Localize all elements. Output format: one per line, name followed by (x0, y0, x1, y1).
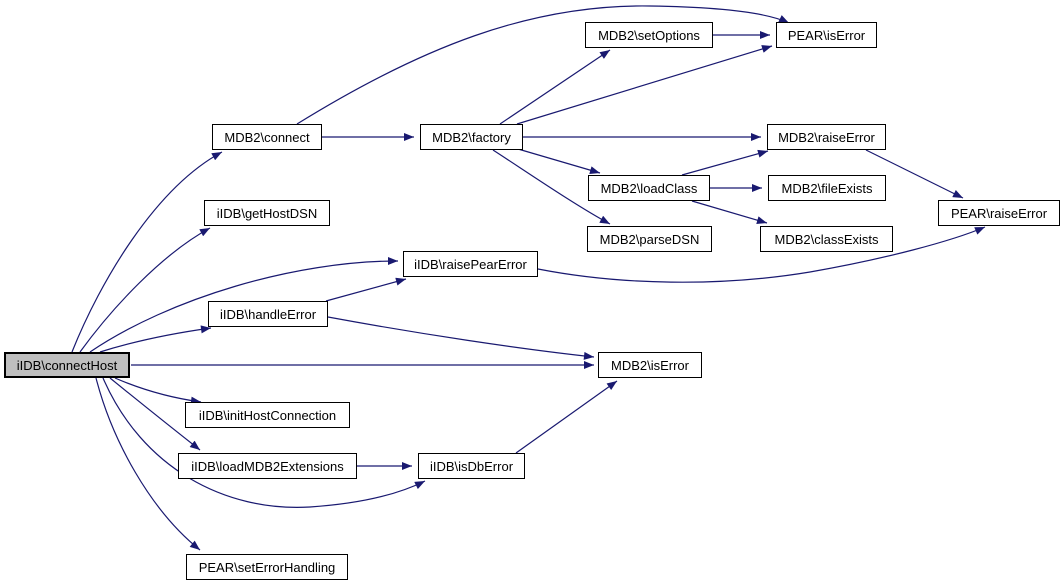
edge-connect-host-to-pear-set-error-handling (95, 377, 201, 551)
node-raise-pear-error[interactable]: iIDB\raisePearError (403, 251, 538, 277)
edge-mdb2-factory-to-pear-is-error (516, 45, 773, 125)
node-label: MDB2\setOptions (598, 27, 700, 43)
edge-connect-host-to-load-mdb2-extensions (109, 377, 201, 451)
node-label: MDB2\factory (432, 129, 511, 145)
node-mdb2-file-exists[interactable]: MDB2\fileExists (768, 175, 886, 201)
edge-raise-pear-error-to-pear-raise-error (537, 226, 986, 283)
edge-mdb2-factory-to-mdb2-parse-dsn (492, 149, 611, 225)
node-get-host-dsn[interactable]: iIDB\getHostDSN (204, 200, 330, 226)
edge-group (71, 5, 986, 551)
node-label: MDB2\fileExists (781, 180, 873, 196)
node-label: MDB2\parseDSN (599, 231, 700, 247)
node-label: iIDB\getHostDSN (216, 205, 318, 221)
node-connect-host: iIDB\connectHost (4, 352, 130, 378)
edge-connect-host-to-is-db-error (102, 377, 426, 508)
node-label: PEAR\isError (787, 27, 866, 43)
node-mdb2-is-error[interactable]: MDB2\isError (598, 352, 702, 378)
node-label: iIDB\connectHost (16, 357, 118, 373)
edge-connect-host-to-get-host-dsn (79, 227, 211, 353)
edge-mdb2-load-class-to-mdb2-class-exists (691, 200, 768, 225)
node-pear-raise-error[interactable]: PEAR\raiseError (938, 200, 1060, 226)
node-mdb2-class-exists[interactable]: MDB2\classExists (760, 226, 893, 252)
node-mdb2-connect[interactable]: MDB2\connect (212, 124, 322, 150)
node-label: MDB2\isError (610, 357, 689, 373)
node-label: MDB2\connect (224, 129, 310, 145)
edge-mdb2-factory-to-mdb2-load-class (517, 148, 601, 175)
node-load-mdb2-extensions[interactable]: iIDB\loadMDB2Extensions (178, 453, 357, 479)
node-label: PEAR\raiseError (950, 205, 1048, 221)
edge-connect-host-to-handle-error (99, 325, 212, 353)
node-label: MDB2\raiseError (778, 129, 875, 145)
node-label: iIDB\handleError (219, 306, 317, 322)
node-pear-set-error-handling[interactable]: PEAR\setErrorHandling (186, 554, 348, 580)
edge-handle-error-to-raise-pear-error (325, 277, 407, 302)
edge-is-db-error-to-mdb2-is-error (515, 380, 618, 454)
node-label: PEAR\setErrorHandling (198, 559, 336, 575)
node-mdb2-parse-dsn[interactable]: MDB2\parseDSN (587, 226, 712, 252)
node-mdb2-raise-error[interactable]: MDB2\raiseError (767, 124, 886, 150)
node-label: iIDB\initHostConnection (198, 407, 337, 423)
edge-mdb2-factory-to-mdb2-set-options (499, 49, 611, 125)
node-pear-is-error[interactable]: PEAR\isError (776, 22, 877, 48)
node-label: MDB2\classExists (774, 231, 879, 247)
node-handle-error[interactable]: iIDB\handleError (208, 301, 328, 327)
edge-connect-host-to-raise-pear-error (89, 257, 399, 353)
edge-mdb2-connect-to-pear-is-error (296, 5, 790, 125)
node-label: iIDB\loadMDB2Extensions (191, 458, 344, 474)
edge-handle-error-to-mdb2-is-error (327, 316, 595, 360)
edge-connect-host-to-mdb2-connect (71, 151, 223, 353)
node-mdb2-factory[interactable]: MDB2\factory (420, 124, 523, 150)
edge-mdb2-load-class-to-mdb2-raise-error (681, 149, 769, 176)
node-mdb2-set-options[interactable]: MDB2\setOptions (585, 22, 713, 48)
edge-mdb2-raise-error-to-pear-raise-error (865, 149, 964, 199)
node-label: iIDB\isDbError (429, 458, 514, 474)
node-init-host-connection[interactable]: iIDB\initHostConnection (185, 402, 350, 428)
node-is-db-error[interactable]: iIDB\isDbError (418, 453, 525, 479)
edge-connect-host-to-init-host-connection (114, 377, 202, 405)
node-label: MDB2\loadClass (600, 180, 698, 196)
node-mdb2-load-class[interactable]: MDB2\loadClass (588, 175, 710, 201)
node-label: iIDB\raisePearError (414, 256, 527, 272)
